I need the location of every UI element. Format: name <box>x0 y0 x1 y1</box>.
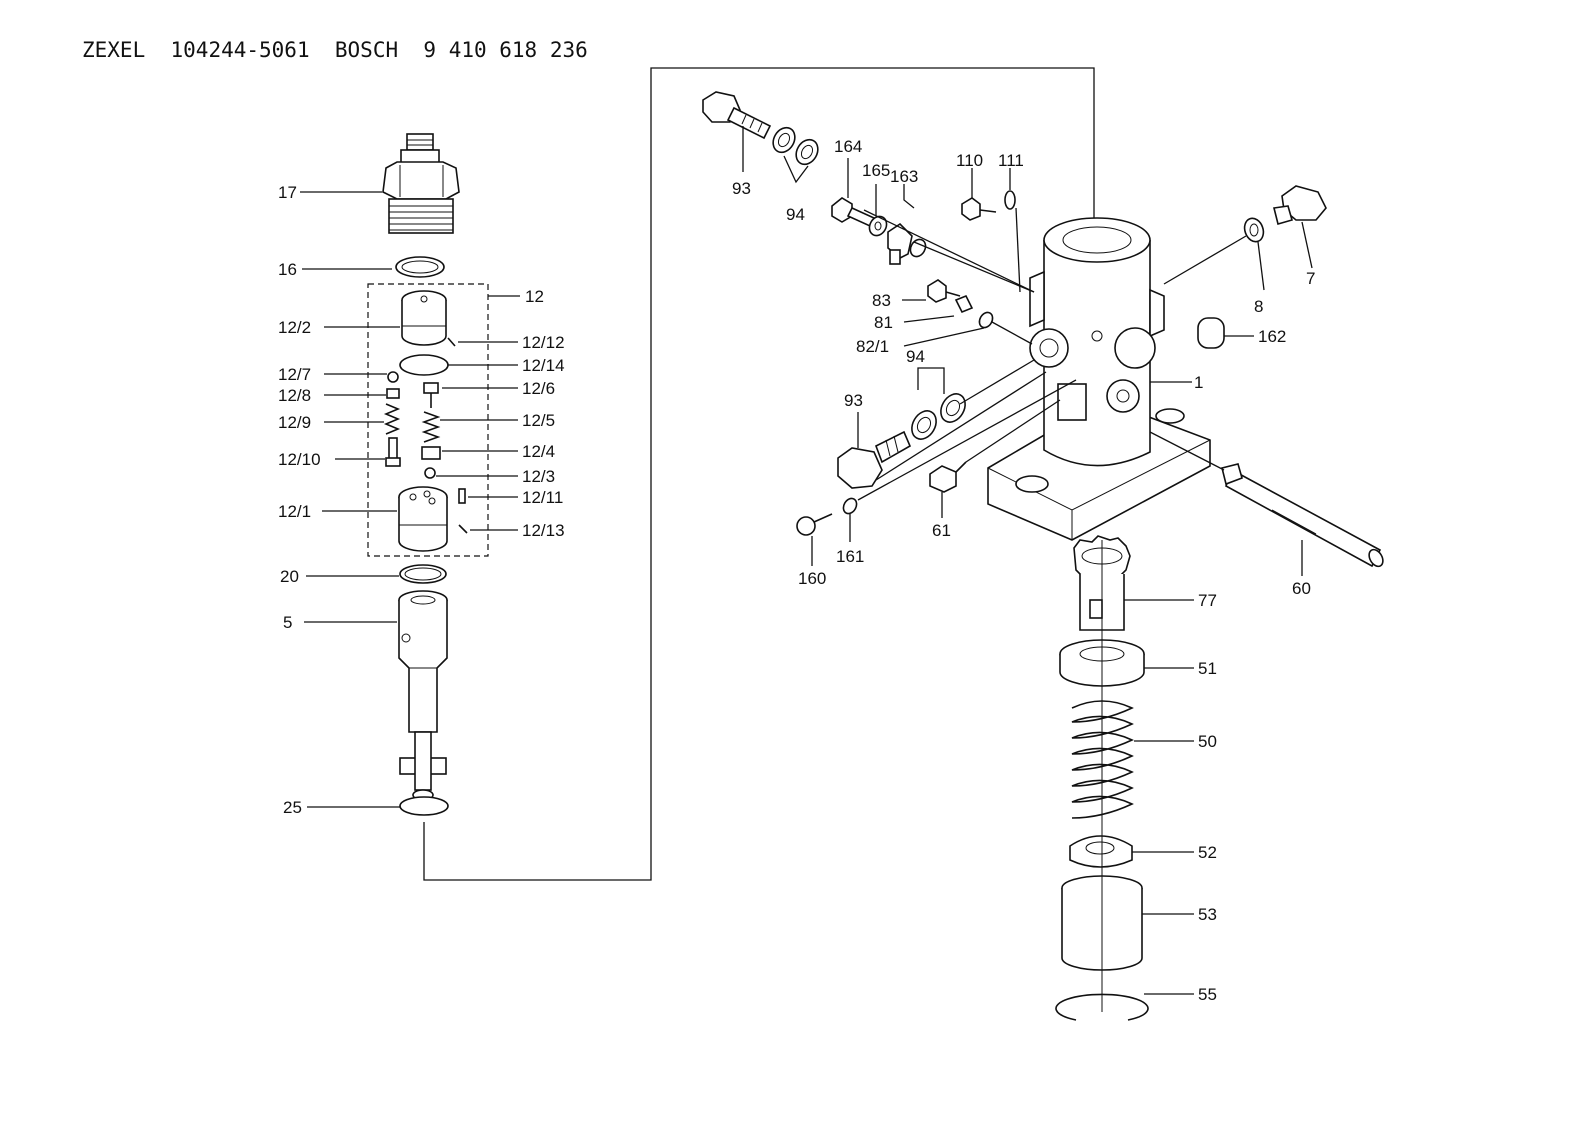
part-12-8-cap[interactable] <box>386 388 400 399</box>
label-12-14: 12/14 <box>522 356 565 375</box>
part-12-6-valve[interactable] <box>423 382 439 408</box>
part-81-lock-plate[interactable] <box>954 294 974 314</box>
part-12-13-pin[interactable] <box>458 524 468 534</box>
label-12-10: 12/10 <box>278 450 321 469</box>
label-60: 60 <box>1292 579 1311 598</box>
part-12-10-pin[interactable] <box>385 437 401 467</box>
label-12-1: 12/1 <box>278 502 311 521</box>
part-16-gasket[interactable] <box>395 256 445 278</box>
part-162-key[interactable] <box>1197 317 1225 349</box>
label-83: 83 <box>872 291 891 310</box>
part-165-washer[interactable] <box>866 213 890 238</box>
part-61-screw[interactable] <box>929 461 967 493</box>
part-12-9-spring[interactable] <box>383 403 401 435</box>
label-61: 61 <box>932 521 951 540</box>
part-52-lower-seat[interactable] <box>1069 835 1133 868</box>
bosch-part-number: 9 410 618 236 <box>423 38 588 62</box>
part-94-washers-top[interactable] <box>769 124 822 169</box>
label-12-11: 12/11 <box>522 488 563 507</box>
part-94-washers-middle[interactable] <box>907 390 970 444</box>
label-160: 160 <box>798 569 826 588</box>
label-12-9: 12/9 <box>278 413 311 432</box>
label-94-top: 94 <box>786 205 805 224</box>
zexel-part-number: 104244-5061 <box>170 38 310 62</box>
label-12-5: 12/5 <box>522 411 555 430</box>
label-111: 111 <box>998 151 1024 170</box>
part-12-1-lower-body[interactable] <box>398 486 448 552</box>
label-12-7: 12/7 <box>278 365 311 384</box>
label-110: 110 <box>956 151 983 170</box>
maker-bosch: BOSCH <box>334 38 399 62</box>
part-12-7-ball[interactable] <box>387 371 399 383</box>
label-164: 164 <box>834 137 862 156</box>
label-7: 7 <box>1306 269 1315 288</box>
label-162: 162 <box>1258 327 1286 346</box>
part-25-ring[interactable] <box>399 796 449 816</box>
label-16: 16 <box>278 260 297 279</box>
part-5-plunger-barrel[interactable] <box>398 590 448 801</box>
label-25: 25 <box>283 798 302 817</box>
maker-zexel: ZEXEL <box>82 38 146 62</box>
part-93-banjo-bolt-top[interactable] <box>702 91 772 140</box>
label-50: 50 <box>1198 732 1217 751</box>
label-12-12: 12/12 <box>522 333 565 352</box>
part-17-valve-holder[interactable] <box>382 133 460 234</box>
part-163-fitting[interactable] <box>887 222 929 265</box>
label-165: 165 <box>862 161 890 180</box>
part-12-3-ball[interactable] <box>424 467 436 479</box>
part-82-1-washer[interactable] <box>977 310 995 330</box>
label-55: 55 <box>1198 985 1217 1004</box>
label-12-13: 12/13 <box>522 521 565 540</box>
drawing-title: ZEXEL 104244-5061 BOSCH 9 410 618 236 <box>82 38 588 62</box>
part-20-o-ring[interactable] <box>399 564 447 584</box>
label-8: 8 <box>1254 297 1263 316</box>
label-12-2: 12/2 <box>278 318 311 337</box>
part-93-banjo-bolt-middle[interactable] <box>837 430 912 489</box>
part-161-washer[interactable] <box>841 496 859 516</box>
label-12-8: 12/8 <box>278 386 311 405</box>
label-161: 161 <box>836 547 864 566</box>
part-12-11-pin[interactable] <box>458 488 466 504</box>
part-12-4-seat[interactable] <box>421 446 441 460</box>
label-93-top: 93 <box>732 179 751 198</box>
part-12-14-o-ring[interactable] <box>399 354 449 376</box>
label-12-4: 12/4 <box>522 442 555 461</box>
part-12-5-spring[interactable] <box>421 411 441 443</box>
part-110-screw[interactable] <box>961 197 997 221</box>
part-7-plug[interactable] <box>1273 185 1327 225</box>
label-12-3: 12/3 <box>522 467 555 486</box>
part-8-washer[interactable] <box>1241 216 1266 245</box>
label-82-1: 82/1 <box>856 337 889 356</box>
label-94-middle: 94 <box>906 347 925 366</box>
label-163: 163 <box>890 167 918 186</box>
label-53: 53 <box>1198 905 1217 924</box>
part-160-screw[interactable] <box>796 513 833 536</box>
label-51: 51 <box>1198 659 1217 678</box>
part-12-2-valve-body[interactable] <box>401 290 447 346</box>
part-83-screw[interactable] <box>927 279 961 303</box>
label-17: 17 <box>278 183 297 202</box>
part-111-washer[interactable] <box>1004 190 1016 210</box>
label-12-6: 12/6 <box>522 379 555 398</box>
label-5: 5 <box>283 613 292 632</box>
label-52: 52 <box>1198 843 1217 862</box>
label-77: 77 <box>1198 591 1217 610</box>
label-1: 1 <box>1194 373 1203 392</box>
connector-line <box>423 67 1095 881</box>
label-93-middle: 93 <box>844 391 863 410</box>
label-12: 12 <box>525 287 544 306</box>
part-60-control-rod[interactable] <box>1221 463 1386 569</box>
label-20: 20 <box>280 567 299 586</box>
part-1-pump-housing[interactable] <box>987 217 1211 541</box>
label-81: 81 <box>874 313 893 332</box>
